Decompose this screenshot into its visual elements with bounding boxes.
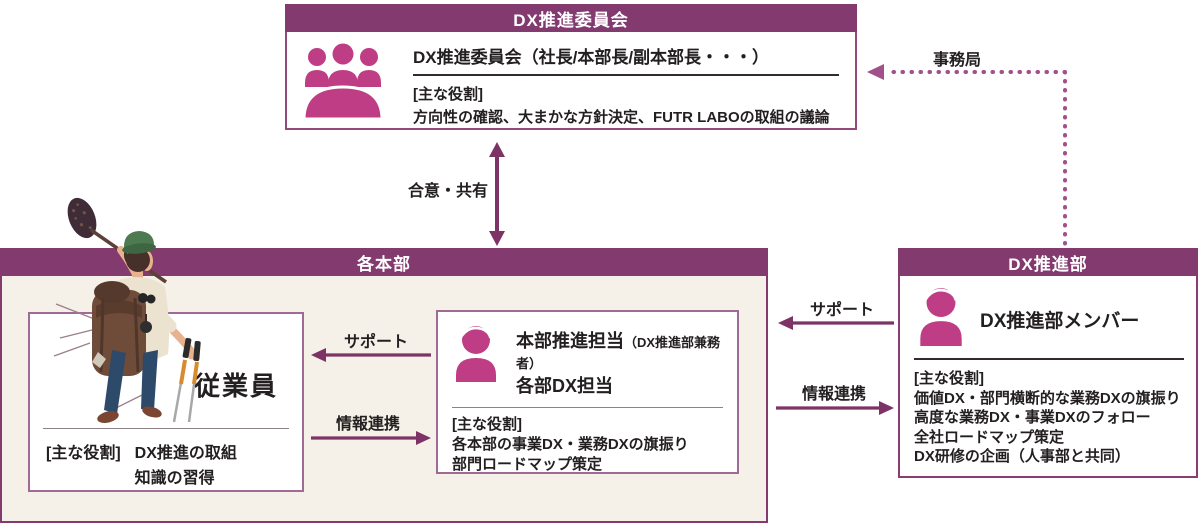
dx-dept-role-label: [主な役割] [914,370,984,387]
employee-role-line: DX推進の取組 [134,445,237,462]
promoter-title-second: 各部DX担当 [516,375,614,396]
dx-dept-role-line: 価値DX・部門横断的な業務DXの旗振り [914,389,1181,407]
committee-role-label: [主な役割] [413,86,483,103]
dx-dept-role-line: 高度な業務DX・事業DXのフォロー [914,409,1151,426]
support-inner-arrow [311,348,431,362]
dx-dept-header: DX推進部 [898,248,1198,276]
promoter-title-sub: （DX推進部兼務者） [516,335,721,371]
support-outer-arrow [778,316,894,330]
secretariat-dotted-arrow [867,64,1067,250]
info-outer-arrow [776,401,894,415]
committee-header: DX推進委員会 [285,4,857,32]
promoter-titles: 本部推進担当（DX推進部兼務者） 各部DX担当 [516,330,737,398]
promoter-role-label: [主な役割] [452,415,522,433]
support-inner-label: サポート [343,334,408,351]
employee-title: 従業員 [193,371,278,401]
employee-roles: [主な役割] DX推進の取組 知識の習得 [46,442,237,492]
agree-share-label: 合意・共有 [407,183,488,200]
committee-body: DX推進委員会（社長/本部長/副本部長・・・） [主な役割] 方向性の確認、大ま… [287,32,855,127]
info-inner-arrow [311,431,431,445]
dx-dept-member-title: DX推進部メンバー [980,311,1140,332]
promoter-role-line: 部門ロードマップ策定 [452,455,603,473]
employee-divider [43,428,289,429]
dx-dept-role-line: 全社ロードマップ策定 [914,428,1065,446]
dx-dept-divider [914,358,1184,360]
honbu-header: 各本部 [0,248,768,276]
support-outer-label: サポート [809,302,874,319]
committee-title: DX推進委員会（社長/本部長/副本部長・・・） [413,48,770,67]
info-inner-label: 情報連携 [335,416,400,433]
promoter-role-line: 各本部の事業DX・業務DXの旗振り [452,435,689,453]
dx-dept-roles: [主な役割] 価値DX・部門横断的な業務DXの旗振り 高度な業務DX・事業DXの… [914,369,1181,467]
dx-dept-box: DX推進部 DX推進部メンバー [主な役割] 価値DX・部門横断的な業務DXの旗… [898,248,1198,478]
promoter-box: 本部推進担当（DX推進部兼務者） 各部DX担当 [主な役割] 各本部の事業DX・… [436,310,739,474]
committee-box: DX推進委員会 DX推進委員会（社長/本部長/副本部長・・・） [285,4,857,130]
hiker-illustration [50,186,208,437]
promoter-roles: [主な役割] 各本部の事業DX・業務DXの旗振り 部門ロードマップ策定 [438,408,737,475]
employee-role-line: 知識の習得 [134,469,215,487]
meeting-icon [302,43,384,127]
person-icon [916,286,966,351]
committee-role-text: 方向性の確認、大まかな方針決定、FUTR LABOの取組の議論 [413,109,830,126]
promoter-title-main: 本部推進担当 [516,331,624,351]
secretariat-label: 事務局 [933,52,982,69]
committee-text: DX推進委員会（社長/本部長/副本部長・・・） [主な役割] 方向性の確認、大ま… [413,43,839,127]
person-icon [452,324,500,398]
dx-dept-role-line: DX研修の企画（人事部と共同） [914,448,1130,465]
promoter-divider [452,406,723,408]
employee-role-label: [主な役割] [46,445,121,462]
agree-share-arrow [489,142,505,246]
info-outer-label: 情報連携 [801,386,866,403]
committee-divider [413,74,839,76]
honbu-box: 各本部 従業員 [主な役割] DX推進の取組 知識の習得 [0,248,768,523]
